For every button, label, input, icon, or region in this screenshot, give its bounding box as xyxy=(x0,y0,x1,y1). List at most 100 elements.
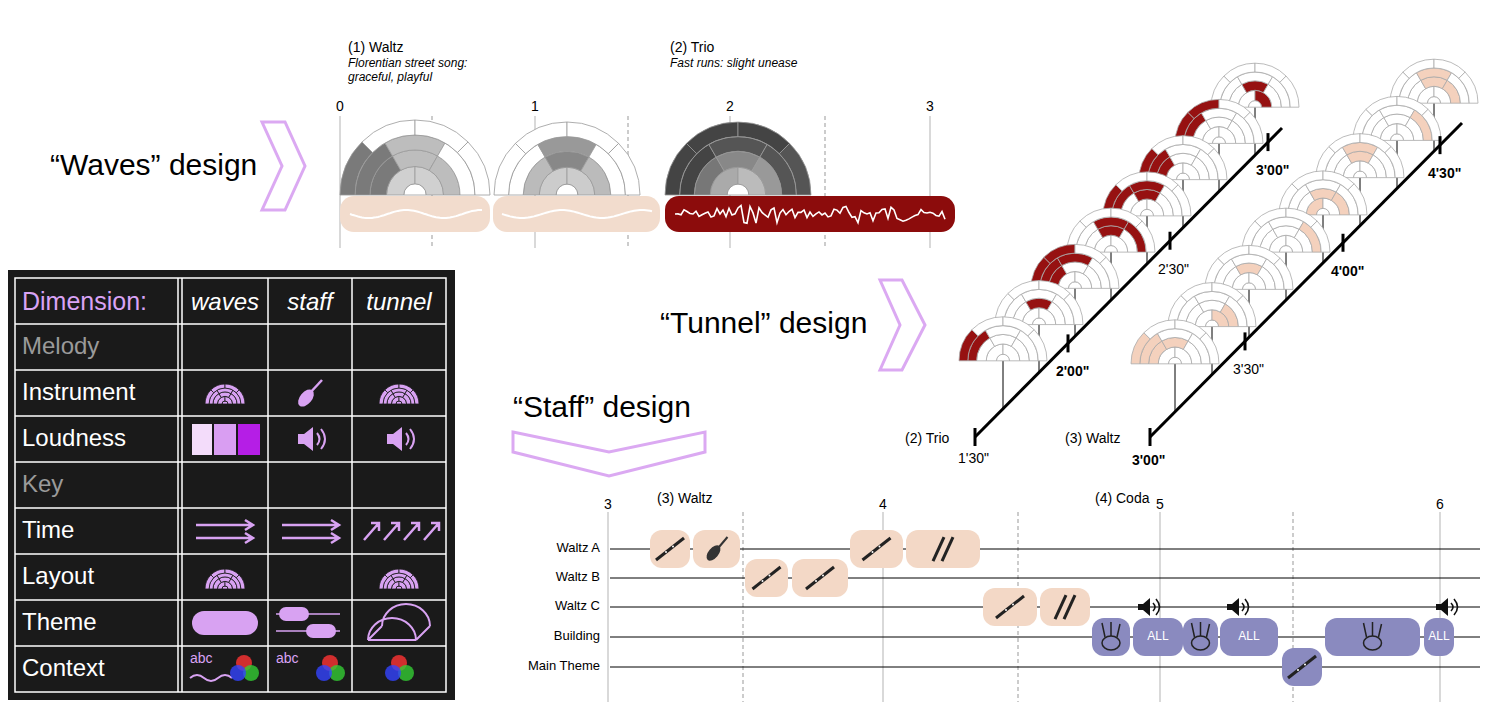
table-cell: Context xyxy=(22,654,105,682)
fan-cell xyxy=(1152,136,1183,155)
time-arrows xyxy=(282,520,339,543)
time-label: 2'30" xyxy=(1158,261,1189,277)
flute-hole xyxy=(762,580,764,582)
theme-pill xyxy=(306,624,336,638)
time-tick xyxy=(1149,428,1152,446)
axis-tick-label: 2 xyxy=(726,98,734,114)
fan-cell xyxy=(1348,184,1367,215)
theme-pill xyxy=(983,588,1037,626)
fan-cell xyxy=(1003,317,1034,336)
fan-cell xyxy=(385,384,399,393)
flute-icon xyxy=(1288,656,1316,678)
theme-pill xyxy=(1183,618,1218,656)
flute-icon xyxy=(806,567,834,589)
fan-cell xyxy=(1100,257,1119,288)
time-label: 4'00" xyxy=(1331,263,1364,279)
fan-cell xyxy=(379,575,388,589)
flute-hole xyxy=(1005,609,1007,611)
row-label: Waltz C xyxy=(555,599,600,614)
fan-cell xyxy=(1434,59,1465,78)
fan-cell xyxy=(415,120,468,153)
fan-cell xyxy=(1188,99,1219,118)
color-circle xyxy=(230,665,246,681)
axis-tick-label: 3 xyxy=(604,496,612,512)
pill-text: ALL xyxy=(1147,630,1168,643)
fan-cell xyxy=(1218,245,1249,264)
axis-tick-label: 3 xyxy=(926,98,934,114)
bagpipe-bag xyxy=(1102,636,1120,650)
flute-hole xyxy=(1297,669,1299,671)
fan-cell xyxy=(379,390,388,404)
flute-icon xyxy=(656,538,684,560)
speaker-icon xyxy=(387,427,414,451)
flute-hole xyxy=(1304,664,1306,666)
fan-cell xyxy=(515,122,567,154)
table-header: staff xyxy=(287,288,332,316)
pill-text: ALL xyxy=(1428,630,1449,643)
speaker-icon xyxy=(1138,598,1150,616)
table-header: Dimension: xyxy=(22,287,147,316)
fan-cell xyxy=(1200,333,1219,364)
dimension-table xyxy=(8,270,455,700)
bagpipe-pipes xyxy=(1192,622,1210,637)
fan-cell xyxy=(1422,109,1441,140)
loudness-swatch xyxy=(192,424,212,455)
theme-pill xyxy=(792,559,848,597)
violin-icon xyxy=(295,380,322,410)
fan-cell xyxy=(608,143,640,195)
flute-hole xyxy=(822,575,824,577)
table-cell: Loudness xyxy=(22,424,126,452)
bagpipe-bag xyxy=(1192,636,1210,650)
section-heading: (3) Waltz xyxy=(657,490,712,506)
fan-cell xyxy=(1403,59,1434,78)
speaker-icon xyxy=(1436,598,1448,616)
fan-cell xyxy=(1286,208,1317,227)
table-cell: Melody xyxy=(22,332,99,360)
section-note: Florentian street song: graceful, playfu… xyxy=(348,57,498,85)
theme-pill xyxy=(1325,618,1420,656)
theme-pill: ALL xyxy=(1220,618,1278,656)
staff-grid xyxy=(608,512,1480,702)
fan-cell xyxy=(1237,295,1256,326)
section-heading: (4) Coda xyxy=(1095,490,1149,506)
row-label: Waltz B xyxy=(556,570,600,585)
time-tick xyxy=(974,428,977,446)
fan-cell xyxy=(1131,333,1150,364)
fan-cell xyxy=(1208,149,1227,180)
fan-cell xyxy=(1385,147,1404,178)
table-cell: Theme xyxy=(22,608,97,636)
chevron-arrow xyxy=(880,280,925,370)
fan-cell xyxy=(1280,76,1299,107)
theme-pill xyxy=(693,530,740,568)
melody-line xyxy=(675,206,945,224)
waves-grid xyxy=(340,116,955,248)
fan-cell xyxy=(399,569,413,578)
fan-cell xyxy=(410,575,419,589)
icon-text: abc xyxy=(190,650,213,666)
fan-cell xyxy=(1366,96,1397,115)
loudness-swatch xyxy=(238,424,260,455)
fan-cell xyxy=(1360,134,1391,153)
fan-cell xyxy=(1080,208,1111,227)
theme-pill xyxy=(745,559,788,597)
fan-cell xyxy=(494,143,526,195)
fan-cell xyxy=(1147,172,1178,191)
fan-cell xyxy=(1274,258,1293,289)
theme-pill xyxy=(192,611,258,635)
staff-line xyxy=(610,549,1480,550)
time-tick xyxy=(1169,232,1172,250)
section-heading: (2) Trio xyxy=(670,39,714,55)
time-axis xyxy=(1150,123,1462,437)
time-label: 1'30" xyxy=(958,450,989,466)
time-tick xyxy=(1067,334,1070,352)
theme-pill xyxy=(850,530,903,568)
section-note: Fast runs: slight unease xyxy=(670,57,797,71)
table-cell: Time xyxy=(22,516,74,544)
table-panel xyxy=(8,270,455,700)
fan-cell xyxy=(1292,171,1323,190)
speaker-waves xyxy=(406,429,414,449)
glyph-stem xyxy=(1003,361,1004,409)
theme-pill xyxy=(1092,618,1130,656)
theme-band xyxy=(340,196,490,232)
fan-cell xyxy=(211,384,225,393)
